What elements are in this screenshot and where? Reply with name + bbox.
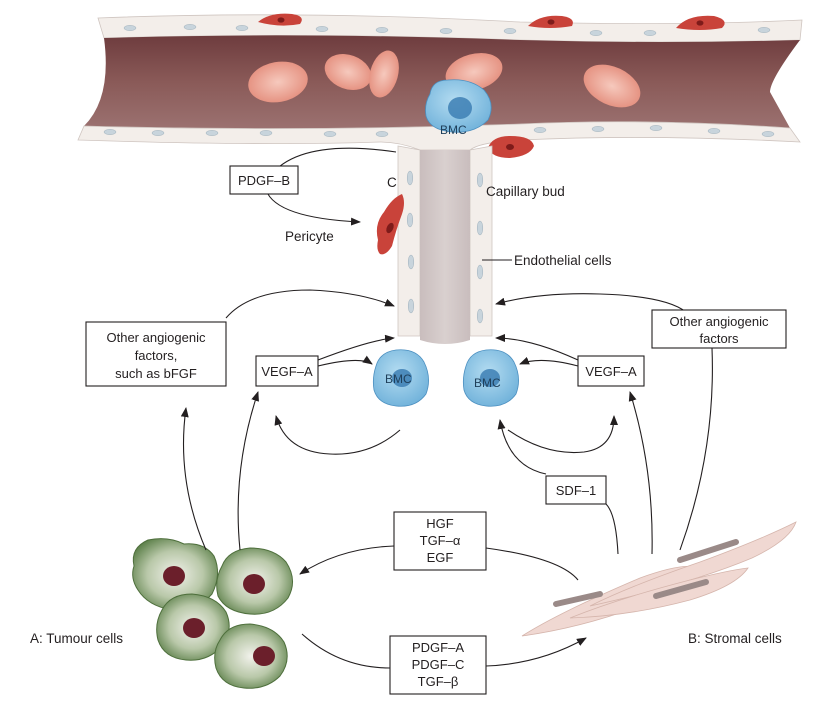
endothelial-cells-label: Endothelial cells [514,253,612,268]
vegf-left-box: VEGF–A [255,355,319,387]
bmc-cell-left: BMC [372,349,429,407]
hgf-line-2: TGF–α [420,533,461,548]
pericyte-label: Pericyte [285,229,334,244]
pdgf-line-2: PDGF–C [412,657,465,672]
pdgf-line-3: TGF–β [418,674,459,689]
other-right-line-2: factors [699,331,739,346]
pdgf-b-text: PDGF–B [238,173,290,188]
red-blood-cells [248,50,641,108]
bmc-cell-vessel: BMC [425,79,492,137]
tumour-cells-label: A: Tumour cells [30,631,123,646]
bmc-vessel-label: BMC [440,123,467,137]
tumour-cells [132,538,293,689]
bmc-cell-right: BMC [462,349,519,407]
blood-vessel: BMC [77,13,803,158]
hgf-group-box: HGF TGF–α EGF [393,511,487,571]
sdf1-box: SDF–1 [545,475,607,505]
hgf-line-1: HGF [426,516,454,531]
other-factors-left-box: Other angiogenic factors, such as bFGF [85,321,227,387]
vegf-right-text: VEGF–A [585,364,637,379]
pdgf-b-box: PDGF–B [229,165,299,195]
other-left-line-2: factors, [135,348,178,363]
other-left-line-3: such as bFGF [115,366,197,381]
vegf-left-text: VEGF–A [261,364,313,379]
other-left-line-1: Other angiogenic [106,330,206,345]
stromal-cells-label: B: Stromal cells [688,631,782,646]
pericyte-cell [376,194,404,255]
hgf-line-3: EGF [427,550,454,565]
arrows [180,147,713,669]
other-factors-right-box: Other angiogenic factors [651,309,787,349]
capillary-bud [397,145,493,344]
pdgf-group-box: PDGF–A PDGF–C TGF–β [389,635,487,695]
c-marker: C [387,175,397,190]
pdgf-line-1: PDGF–A [412,640,464,655]
wall-pericyte [488,136,534,158]
bmc-left-label: BMC [385,372,412,386]
bmc-right-label: BMC [474,376,501,390]
sdf1-text: SDF–1 [556,483,596,498]
other-right-line-1: Other angiogenic [669,314,769,329]
stromal-cells [521,521,797,637]
vessel-pericytes [258,13,725,30]
capillary-bud-label: Capillary bud [486,184,565,199]
vegf-right-box: VEGF–A [577,355,645,387]
